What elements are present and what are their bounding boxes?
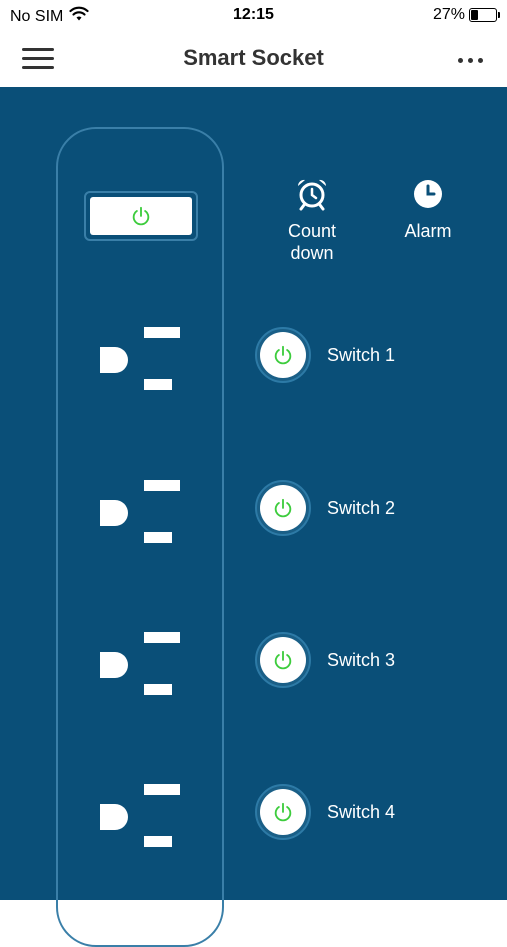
alarm-clock-icon	[297, 179, 327, 211]
wifi-icon	[69, 6, 89, 27]
power-icon	[274, 650, 292, 670]
nav-bar: Smart Socket	[0, 32, 507, 87]
status-left: No SIM	[10, 6, 89, 27]
page-title: Smart Socket	[183, 45, 324, 70]
switch-3-power-button[interactable]	[255, 632, 311, 688]
switch-1-label: Switch 1	[327, 345, 396, 365]
alarm-label: Alarm	[404, 221, 452, 241]
more-options-icon[interactable]	[455, 50, 485, 70]
countdown-button[interactable]: Count down	[267, 177, 357, 264]
outlet-4-icon	[100, 784, 182, 852]
power-icon	[274, 498, 292, 518]
status-time: 12:15	[233, 6, 274, 23]
battery-fill	[471, 10, 479, 20]
switch-4-label: Switch 4	[327, 802, 396, 822]
alarm-button[interactable]: Alarm	[383, 177, 473, 242]
countdown-label-line1: Count	[287, 221, 337, 241]
power-icon	[274, 345, 292, 365]
master-power-inner	[90, 197, 192, 235]
battery-percent: 27%	[432, 6, 465, 23]
power-icon	[132, 206, 150, 226]
switch-3-label: Switch 3	[327, 650, 396, 670]
main-panel: Count down Alarm Switch 1 Switch 2 Switc…	[0, 87, 507, 947]
power-icon	[274, 802, 292, 822]
outlet-3-icon	[100, 632, 182, 700]
switch-2-label: Switch 2	[327, 498, 396, 518]
switch-1-power-button[interactable]	[255, 327, 311, 383]
status-bar: No SIM 12:15 27%	[0, 0, 507, 32]
hamburger-menu-icon[interactable]	[22, 46, 56, 72]
clock-icon	[414, 180, 442, 208]
countdown-label: Count down	[267, 220, 357, 264]
status-right: 27%	[432, 6, 500, 24]
battery-icon	[469, 8, 500, 22]
outlet-1-icon	[100, 327, 182, 395]
switch-2-power-button[interactable]	[255, 480, 311, 536]
countdown-label-line2: down	[290, 243, 334, 263]
outlet-2-icon	[100, 480, 182, 548]
carrier-label: No SIM	[10, 7, 64, 25]
switch-4-power-button[interactable]	[255, 784, 311, 840]
master-power-button[interactable]	[84, 191, 198, 241]
